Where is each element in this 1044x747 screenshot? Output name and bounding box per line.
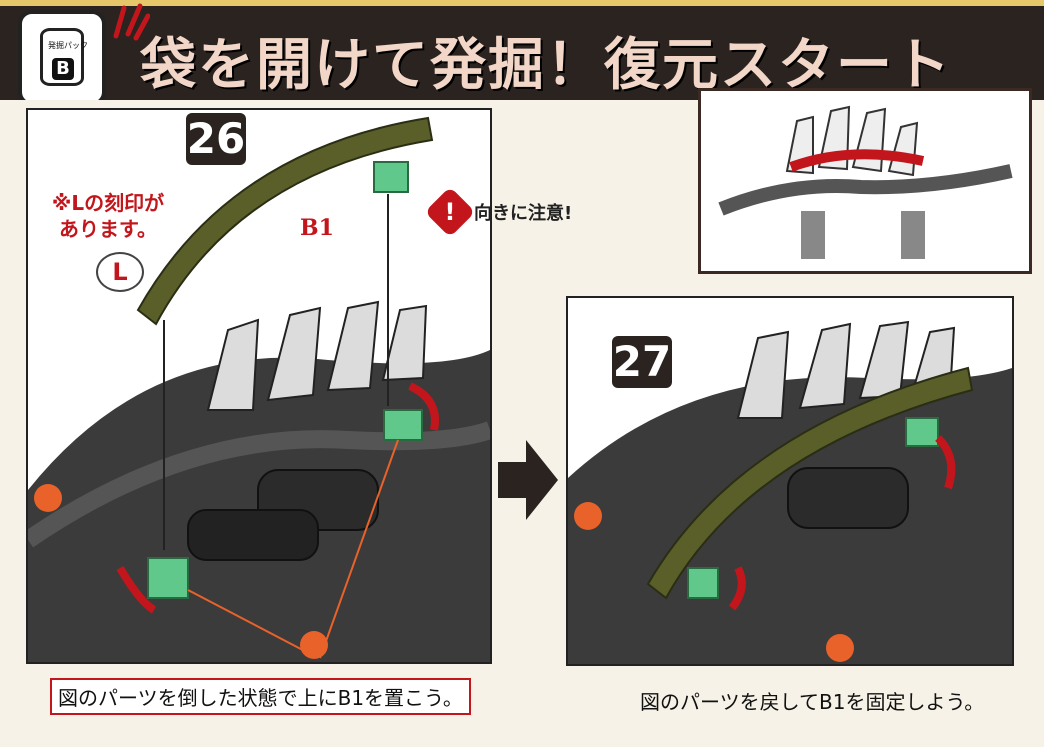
step-26-panel [22,108,494,664]
burst-icon [113,3,150,41]
pack-cylinder-icon [40,28,84,86]
rotate-arrow [728,566,746,611]
highlight-b1 [789,149,925,172]
part-label-b1: B1 [300,215,334,241]
step-27-illustration [568,320,1012,664]
badge-label: 発掘パック [48,41,88,50]
warning-icon: ! [424,186,476,238]
clip-top [373,161,409,193]
right-arrow-icon [498,440,558,520]
warning-text: 向きに注意! [474,203,573,224]
dorsal-plates [206,300,428,411]
header-stripe [0,0,1044,6]
l-mark-bubble: L [96,252,144,292]
stamp-note: ※Lの刻印が あります。 [38,190,178,242]
orange-cap [34,484,62,512]
header-bar: 発掘パック B 袋を開けて発掘！復元スタートだ!! [0,0,1044,179]
step-26-illustration [22,116,494,662]
pack-badge: 発掘パック B [18,10,106,106]
pointer-line [319,439,399,659]
warning-note: ! 向きに注意! [424,186,573,238]
body-ridge [22,421,494,548]
rotate-arrow [116,565,157,614]
clip-upper [383,409,423,441]
step-number-26: 26 [186,113,246,165]
stegosaurus-sketch [718,105,1013,259]
rotate-arrow [935,435,956,490]
model-thumbnail [698,88,1032,274]
gear-part [187,509,319,561]
badge-letter: B [52,58,74,80]
pointer-line [187,589,319,659]
step-26-caption: 図のパーツを倒した状態で上にB1を置こう。 [50,678,471,715]
step-number-27: 27 [612,336,672,388]
clip-lower [147,557,189,599]
part-b1 [136,116,434,326]
part-b1-installed [646,366,974,600]
stamp-note-line2: あります。 [59,217,157,241]
step-27-panel [566,296,1014,666]
page-title: 袋を開けて発掘！復元スタートだ!! [140,32,952,179]
step-27-caption: 図のパーツを戻してB1を固定しよう。 [640,690,985,714]
rotate-arrow [408,382,439,431]
stamp-note-line1: ※Lの刻印が [51,191,165,215]
